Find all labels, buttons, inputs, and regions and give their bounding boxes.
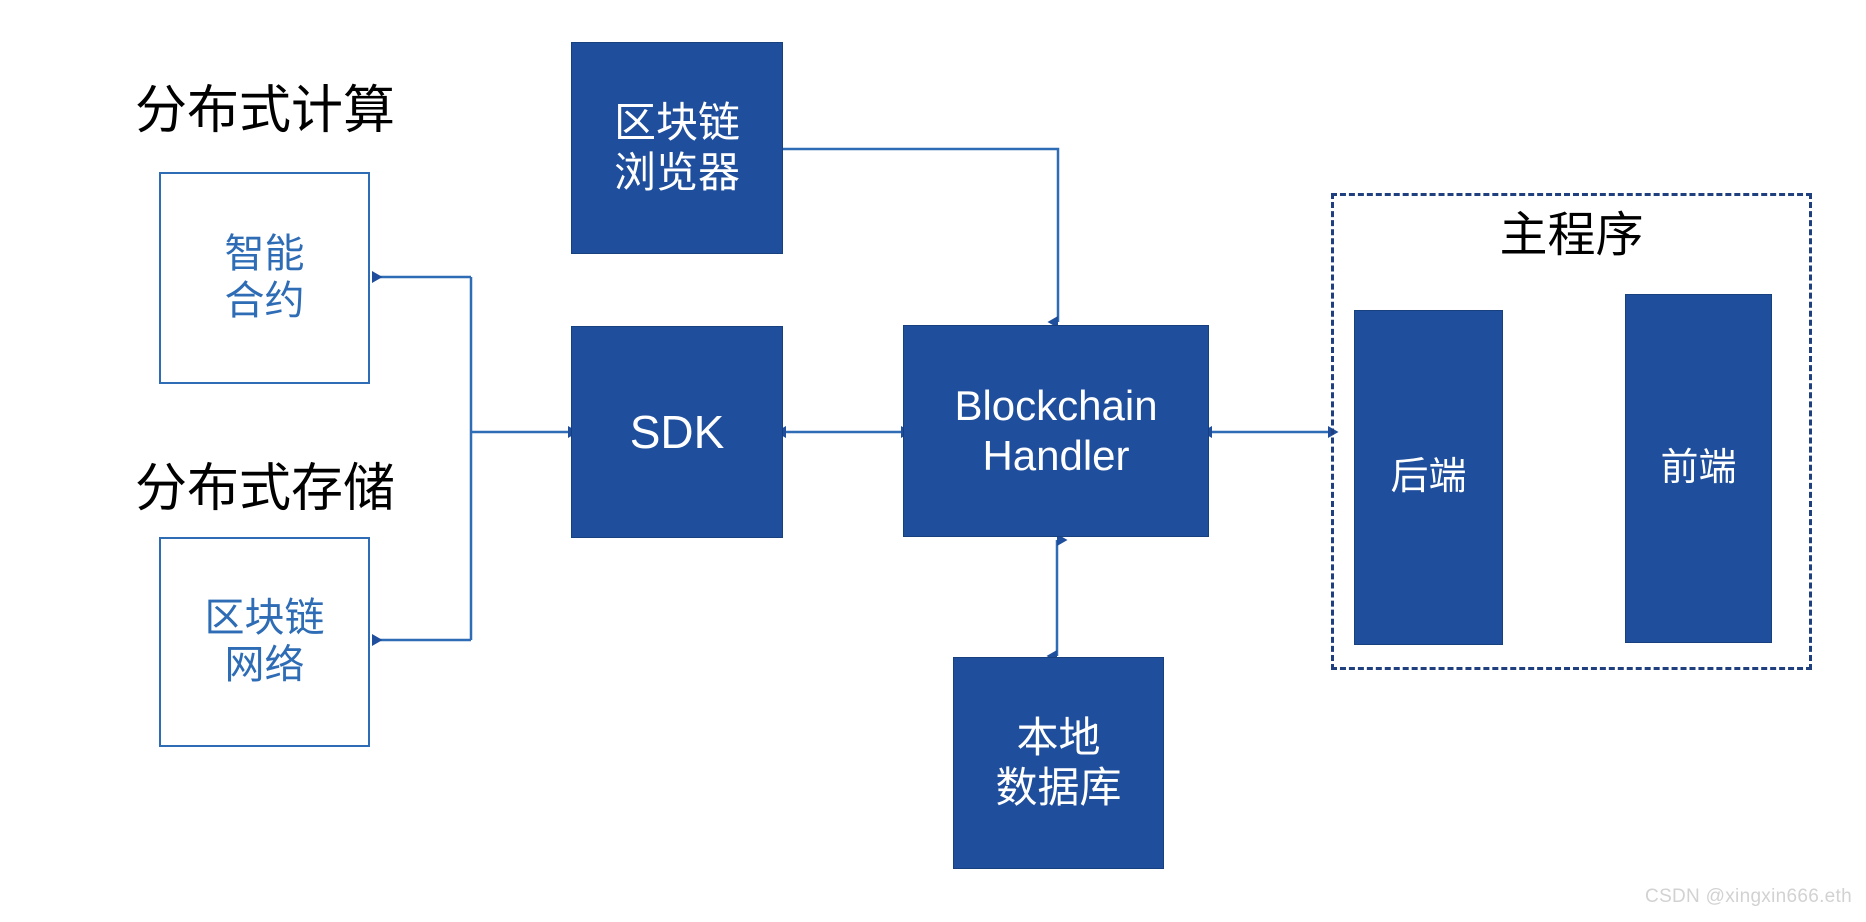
node-smart-contract-label: 智能 合约 <box>224 231 305 323</box>
group-main-program-title: 主程序 <box>1499 209 1644 262</box>
node-blockchain-handler-label: Blockchain Handler <box>954 382 1158 479</box>
node-blockchain-handler[interactable]: Blockchain Handler <box>903 325 1209 537</box>
node-local-database[interactable]: 本地 数据库 <box>953 657 1164 869</box>
csdn-watermark: CSDN @xingxin666.eth <box>1645 886 1852 907</box>
node-blockchain-explorer-label: 区块链 浏览器 <box>613 99 740 196</box>
group-main-program <box>1331 193 1812 670</box>
section-title-distributed-storage: 分布式存储 <box>135 460 396 518</box>
connector-sdk-to-left-nodes <box>372 271 579 646</box>
node-smart-contract[interactable]: 智能 合约 <box>159 172 370 384</box>
node-backend-label: 后端 <box>1390 456 1467 499</box>
node-sdk-label: SDK <box>629 405 725 458</box>
node-backend[interactable]: 后端 <box>1354 310 1503 645</box>
node-sdk[interactable]: SDK <box>571 326 783 538</box>
node-blockchain-explorer[interactable]: 区块链 浏览器 <box>571 42 783 254</box>
node-frontend-label: 前端 <box>1660 447 1737 490</box>
node-frontend[interactable]: 前端 <box>1625 294 1772 643</box>
connector-handler-to-explorer <box>771 143 1060 328</box>
node-local-database-label: 本地 数据库 <box>995 714 1122 811</box>
node-blockchain-network[interactable]: 区块链 网络 <box>159 537 370 747</box>
section-title-distributed-computing: 分布式计算 <box>135 82 396 140</box>
node-blockchain-network-label: 区块链 网络 <box>204 595 325 687</box>
